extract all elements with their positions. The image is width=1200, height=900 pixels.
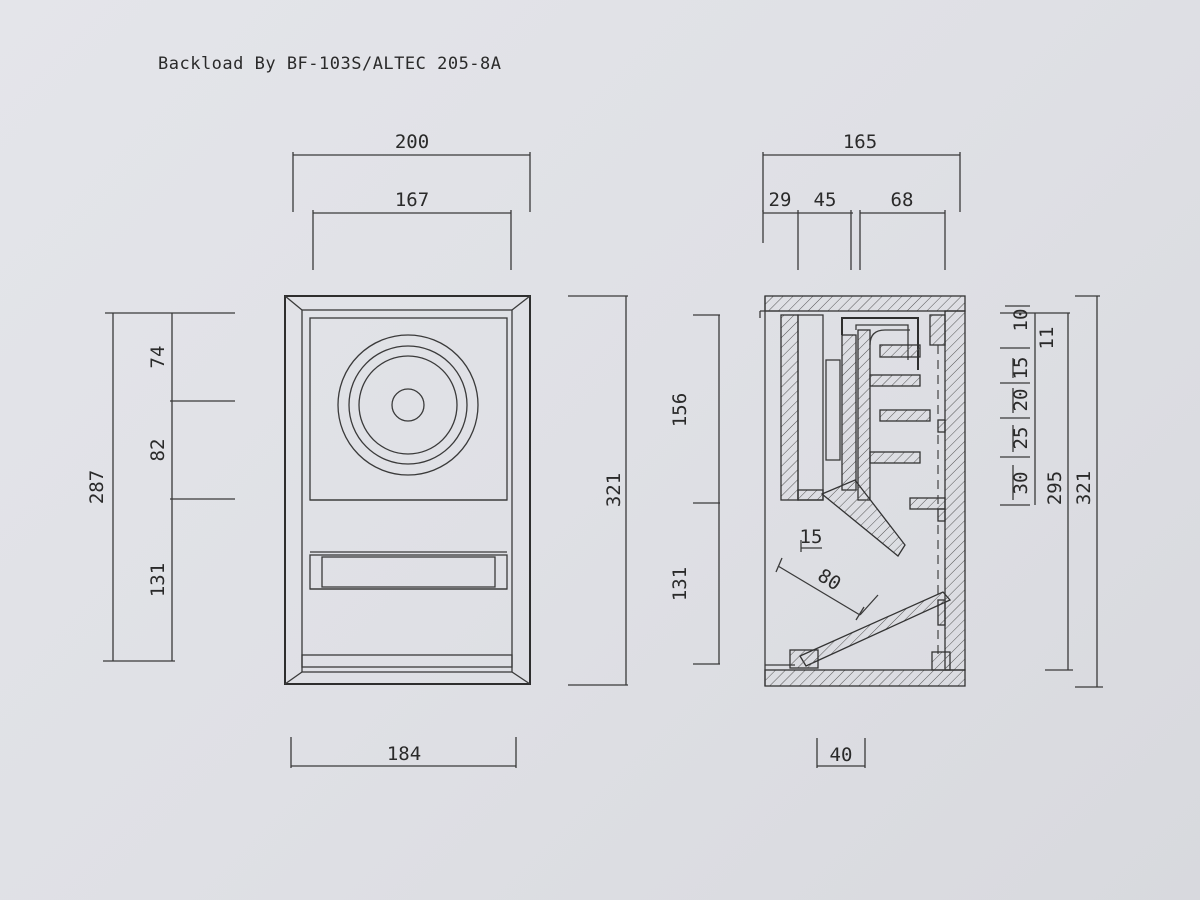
- right-dim-25-label: 25: [1010, 427, 1032, 450]
- dim-side-mouth: 40: [816, 738, 866, 768]
- side-view: 165 29 45 68 156 131: [669, 131, 1103, 768]
- dim-side-right: 10 11 15 20 25 30 295 321: [1000, 295, 1103, 688]
- dim-front-width-bottom: 184: [290, 737, 517, 768]
- front-view: 200 167: [86, 131, 628, 768]
- front-height-right-label: 321: [603, 473, 625, 507]
- right-dim-11-label: 11: [1036, 327, 1058, 350]
- right-dim-10-label: 10: [1010, 309, 1032, 332]
- dim-front-left: 287 74 82 131: [86, 312, 235, 662]
- front-height-mid-label: 82: [147, 439, 169, 462]
- front-height-low-label: 131: [147, 563, 169, 597]
- side-depth-a-label: 29: [769, 189, 792, 211]
- dim-front-width-outer: 200: [292, 131, 531, 212]
- front-height-top-label: 74: [147, 346, 169, 369]
- drawing-title: Backload By BF-103S/ALTEC 205-8A: [158, 54, 502, 74]
- right-dim-20-label: 20: [1010, 389, 1032, 412]
- side-depth-c-label: 68: [891, 189, 914, 211]
- dim-side-depth: 165 29 45 68: [762, 131, 961, 270]
- throat-width-label: 15: [800, 526, 823, 548]
- side-height-lower-label: 131: [669, 567, 691, 601]
- front-width-bottom-label: 184: [387, 743, 421, 765]
- right-dim-30-label: 30: [1010, 472, 1032, 495]
- dim-front-height-right: 321: [568, 295, 628, 686]
- dim-side-left: 156 131: [669, 314, 720, 665]
- side-cabinet: [759, 295, 966, 687]
- side-height-upper-label: 156: [669, 393, 691, 427]
- dim-front-width-inner: 167: [312, 189, 512, 270]
- side-height-total-label: 321: [1073, 471, 1095, 505]
- driver-circle: [337, 334, 479, 476]
- front-width-outer-label: 200: [395, 131, 429, 153]
- front-width-inner-label: 167: [395, 189, 429, 211]
- side-depth-total-label: 165: [843, 131, 877, 153]
- right-dim-15-label: 15: [1010, 357, 1032, 380]
- side-depth-b-label: 45: [814, 189, 837, 211]
- front-cabinet: [284, 295, 531, 685]
- mouth-width-label: 40: [830, 744, 853, 766]
- side-height-inner-label: 295: [1044, 471, 1066, 505]
- front-height-left-total-label: 287: [86, 470, 108, 504]
- dim-side-interior: 15 80: [775, 526, 879, 621]
